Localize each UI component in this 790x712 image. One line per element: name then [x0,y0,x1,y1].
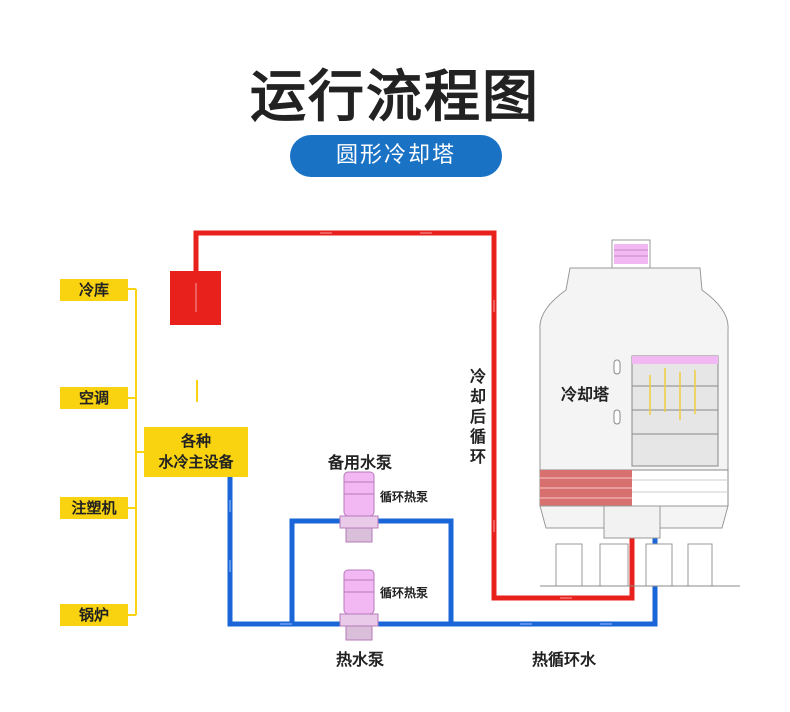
page-title: 运行流程图 [250,65,540,130]
main-pump [339,569,379,641]
load-air-conditioning: 空调 [60,387,128,409]
main-equipment-line1: 各种 [180,432,211,450]
cooling-tower [539,239,740,587]
subtitle-badge: 圆形冷却塔 [290,135,502,177]
load-cold-storage: 冷库 [60,279,128,301]
hot-water-pipe [193,230,635,601]
main-equipment-box: 各种 水冷主设备 [144,427,248,477]
load-connector-lines [128,288,198,616]
standby-pump-title: 备用水泵 [328,453,393,472]
load-boiler: 锅炉 [60,604,128,626]
standby-pump [339,471,379,543]
load-injection-molding: 注塑机 [60,497,128,519]
main-equipment-line2: 水冷主设备 [158,453,234,471]
main-pump-label: 循环热泵 [380,586,429,600]
cooling-tower-label: 冷却塔 [561,385,610,404]
cooled-return-label: 冷却后循环 [470,367,487,466]
hot-loop-label: 热循环水 [532,650,597,669]
main-pump-title: 热水泵 [336,650,385,669]
standby-pump-label: 循环热泵 [380,490,429,504]
